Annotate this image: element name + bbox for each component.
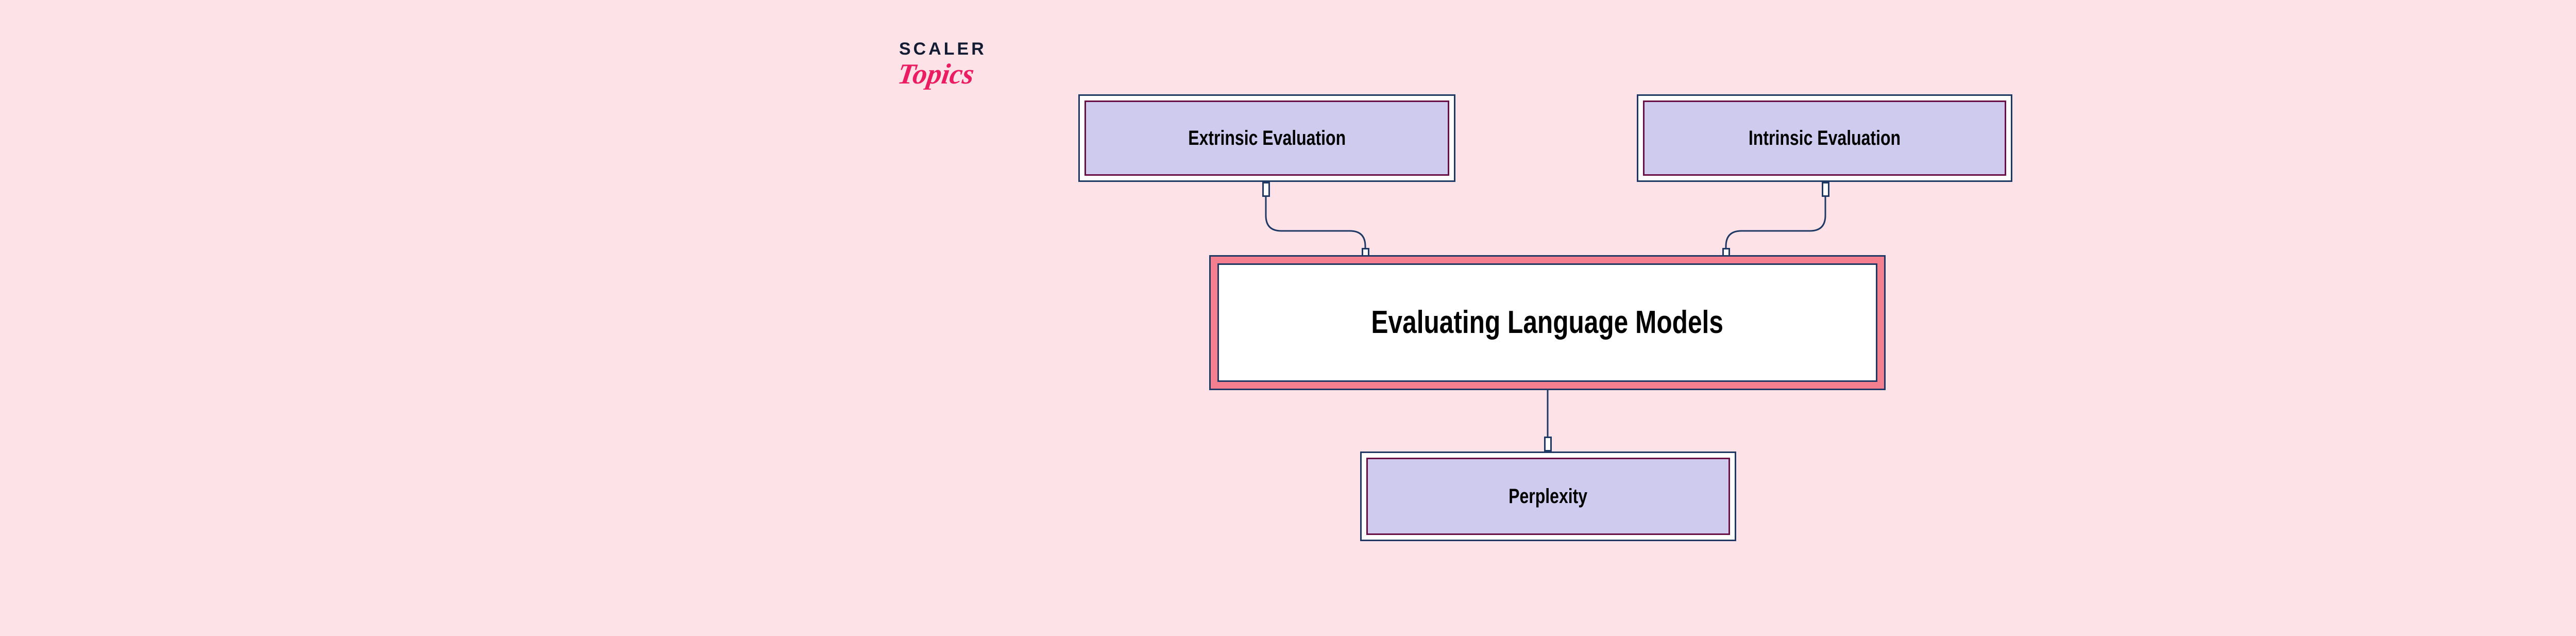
node-extrinsic-evaluation[interactable]: Extrinsic Evaluation [1078, 94, 1455, 182]
edge-intrinsic-to-root [1725, 197, 1826, 255]
node-perplexity-label: Perplexity [1509, 485, 1588, 508]
node-perplexity[interactable]: Perplexity [1360, 451, 1736, 541]
node-perplexity-inner: Perplexity [1366, 458, 1730, 535]
node-evaluating-language-models-label: Evaluating Language Models [1371, 305, 1724, 341]
node-intrinsic-evaluation-inner: Intrinsic Evaluation [1643, 101, 2006, 176]
node-evaluating-language-models-inner: Evaluating Language Models [1217, 263, 1877, 382]
logo-topics-text: Topics [895, 58, 976, 90]
node-evaluating-language-models[interactable]: Evaluating Language Models [1209, 255, 1886, 390]
node-extrinsic-evaluation-inner: Extrinsic Evaluation [1084, 101, 1449, 176]
logo-scaler-text: SCALER [899, 39, 987, 59]
port-intrinsic-bottom [1822, 182, 1829, 197]
node-extrinsic-evaluation-label: Extrinsic Evaluation [1188, 127, 1346, 149]
port-perplexity-top [1544, 437, 1552, 451]
scaler-topics-logo: SCALER Topics [895, 39, 1033, 107]
node-intrinsic-evaluation[interactable]: Intrinsic Evaluation [1637, 94, 2012, 182]
port-extrinsic-bottom [1262, 182, 1270, 197]
node-intrinsic-evaluation-label: Intrinsic Evaluation [1748, 127, 1901, 149]
edge-extrinsic-to-root [1265, 197, 1366, 255]
